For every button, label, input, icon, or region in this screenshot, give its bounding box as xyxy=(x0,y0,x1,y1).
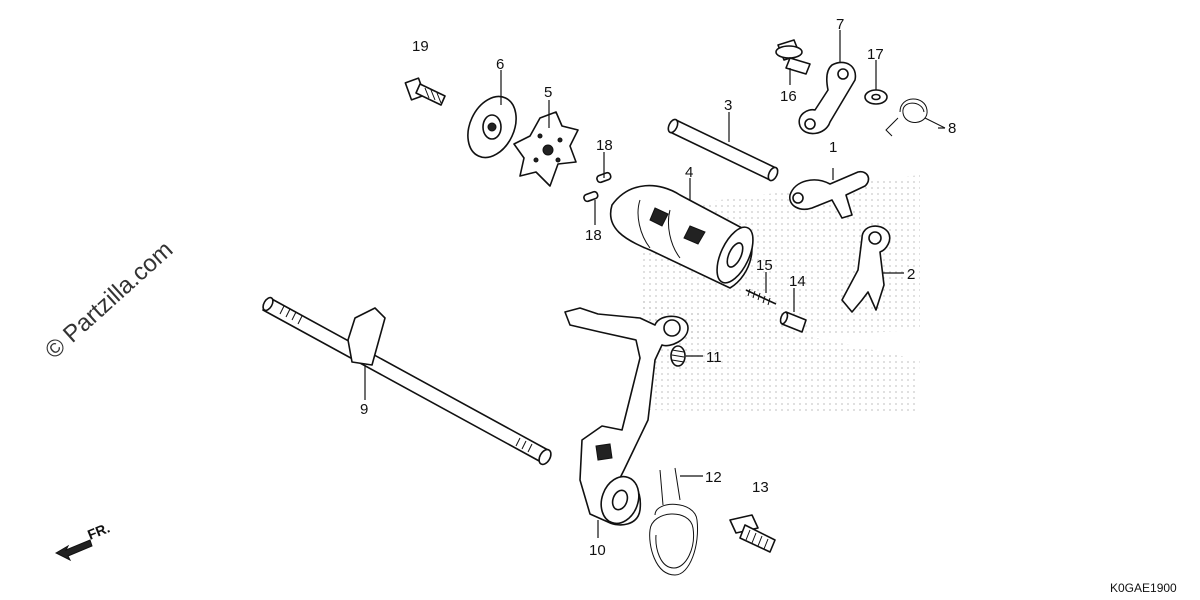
part-16-flange-bolt[interactable] xyxy=(775,39,811,75)
part-5-star-plate[interactable] xyxy=(513,111,579,187)
callout-10[interactable]: 10 xyxy=(589,542,606,559)
front-label: FR. xyxy=(85,519,112,542)
part-10-shift-arm[interactable] xyxy=(564,307,689,529)
part-7-stopper-arm[interactable] xyxy=(798,61,857,135)
part-1-shift-fork[interactable] xyxy=(789,170,870,219)
callout-17[interactable]: 17 xyxy=(867,46,884,63)
part-8-torsion-spring[interactable] xyxy=(885,98,946,137)
part-4-shift-drum[interactable] xyxy=(609,184,761,289)
callout-labels: 19 6 5 18 18 4 3 7 16 17 8 1 2 15 14 11 … xyxy=(360,16,956,559)
callout-5[interactable]: 5 xyxy=(544,84,552,101)
callout-8[interactable]: 8 xyxy=(948,120,956,137)
callout-18-lower[interactable]: 18 xyxy=(585,227,602,244)
diagram-code: K0GAE1900 xyxy=(1110,581,1177,595)
part-12-return-spring[interactable] xyxy=(649,467,699,576)
callout-13[interactable]: 13 xyxy=(752,479,769,496)
callout-6[interactable]: 6 xyxy=(496,56,504,73)
callout-2[interactable]: 2 xyxy=(907,266,915,283)
callout-7[interactable]: 7 xyxy=(836,16,844,33)
callout-9[interactable]: 9 xyxy=(360,401,368,418)
part-6-plate[interactable] xyxy=(459,89,526,166)
part-18-pin-lower[interactable] xyxy=(583,190,599,203)
callout-15[interactable]: 15 xyxy=(756,257,773,274)
part-2-shift-fork[interactable] xyxy=(841,225,891,313)
part-17-washer[interactable] xyxy=(864,89,888,105)
callout-4[interactable]: 4 xyxy=(685,164,693,181)
callout-14[interactable]: 14 xyxy=(789,273,806,290)
callout-11[interactable]: 11 xyxy=(706,349,722,366)
front-arrow-icon xyxy=(54,539,93,562)
callout-19[interactable]: 19 xyxy=(412,38,429,55)
part-13-stud-bolt[interactable] xyxy=(729,514,776,553)
front-direction-indicator: FR. xyxy=(54,519,112,562)
callout-3[interactable]: 3 xyxy=(724,97,732,114)
callout-18-upper[interactable]: 18 xyxy=(596,137,613,154)
part-15-spring[interactable] xyxy=(745,288,777,306)
part-3-fork-shaft[interactable] xyxy=(666,118,779,182)
callout-12[interactable]: 12 xyxy=(705,469,722,486)
part-19-bolt[interactable] xyxy=(404,77,446,106)
callout-1[interactable]: 1 xyxy=(829,139,837,156)
part-9-shift-spindle[interactable] xyxy=(261,296,553,466)
leader-lines xyxy=(364,30,945,538)
partzilla-watermark: © Partzilla.com xyxy=(40,236,178,364)
part-14-pin[interactable] xyxy=(779,311,807,333)
part-11-small-spring[interactable] xyxy=(670,345,686,367)
callout-16[interactable]: 16 xyxy=(780,88,797,105)
